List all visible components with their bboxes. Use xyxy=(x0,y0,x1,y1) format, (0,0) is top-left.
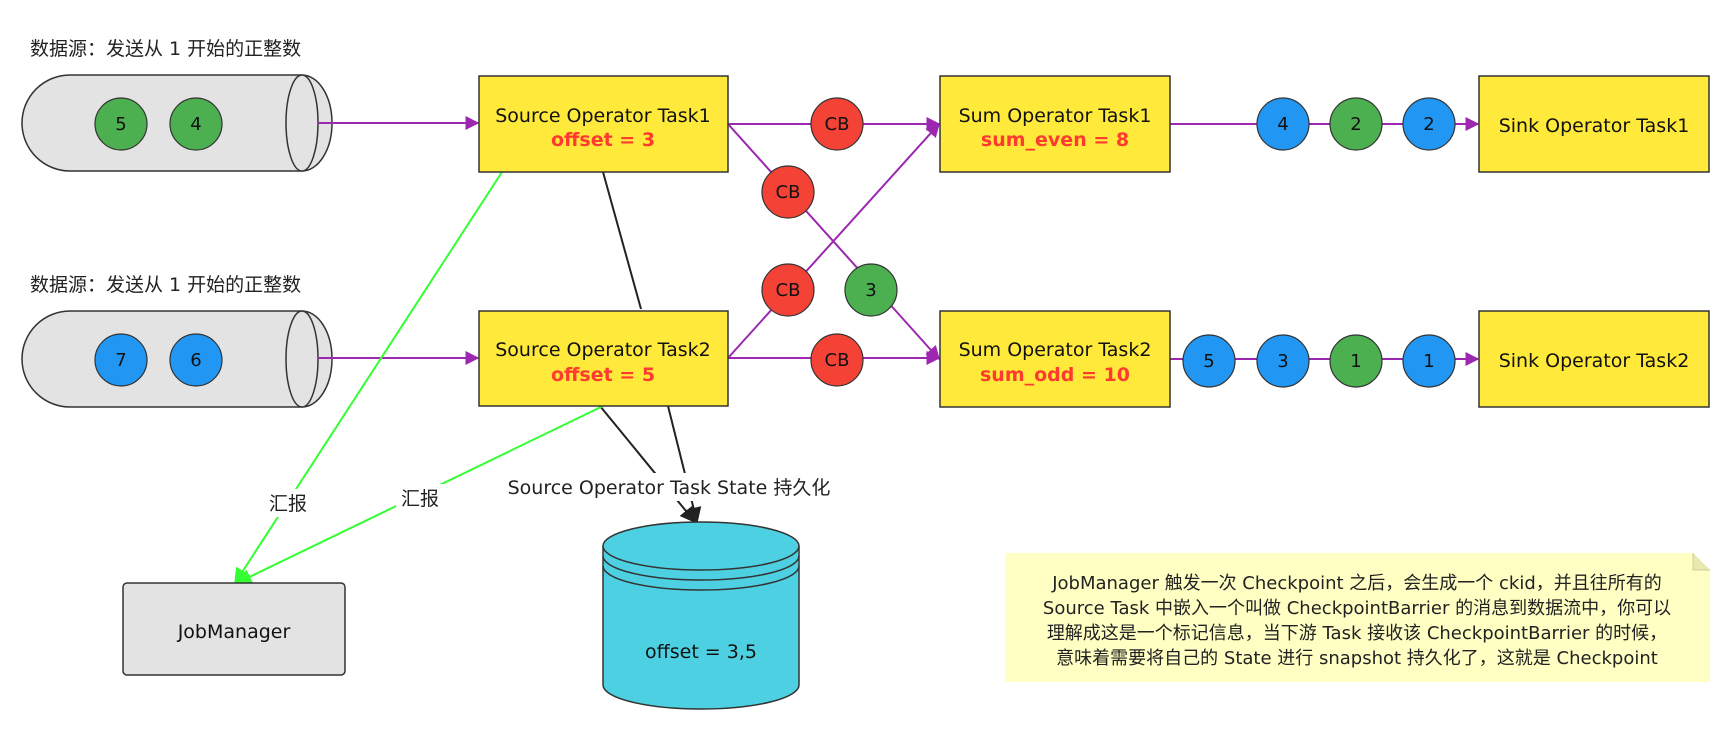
svg-text:Sum Operator Task2: Sum Operator Task2 xyxy=(959,339,1152,361)
svg-text:CB: CB xyxy=(825,350,850,371)
report-label: 汇报 xyxy=(401,488,439,510)
svg-text:offset = 3: offset = 3 xyxy=(551,129,655,151)
record-bubble: 4 xyxy=(169,97,223,151)
source-task-1: Source Operator Task1 offset = 3 xyxy=(478,75,729,173)
svg-text:CB: CB xyxy=(825,114,850,135)
svg-text:Sink Operator Task1: Sink Operator Task1 xyxy=(1499,115,1690,137)
record-bubble: 1 xyxy=(1329,334,1383,388)
explanation-note: JobManager 触发一次 Checkpoint 之后，会生成一个 ckid… xyxy=(1005,553,1710,682)
state-storage-database: offset = 3,5 xyxy=(602,521,800,710)
svg-text:1: 1 xyxy=(1423,351,1434,372)
persist-arrow xyxy=(667,405,702,524)
sink-task-2: Sink Operator Task2 xyxy=(1478,310,1710,408)
source-2-label: 数据源：发送从 1 开始的正整数 xyxy=(30,274,301,296)
record-bubble: 3 xyxy=(844,263,898,317)
svg-text:2: 2 xyxy=(1423,114,1434,135)
persist-label: Source Operator Task State 持久化 xyxy=(508,477,831,499)
source-task-2: Source Operator Task2 offset = 5 xyxy=(478,310,729,407)
svg-text:意味着需要将自己的 State 进行 snapshot 持久: 意味着需要将自己的 State 进行 snapshot 持久化了，这就是 Che… xyxy=(1056,648,1658,669)
record-bubble: 6 xyxy=(169,333,223,387)
checkpoint-barrier-bubble: CB xyxy=(810,97,864,151)
record-bubble: 2 xyxy=(1329,97,1383,151)
record-bubble: 7 xyxy=(94,333,148,387)
svg-text:JobManager: JobManager xyxy=(177,621,291,643)
svg-text:offset = 3,5: offset = 3,5 xyxy=(645,641,757,663)
svg-text:4: 4 xyxy=(190,114,201,135)
svg-text:理解成这是一个标记信息，当下游 Task 接收该 Check: 理解成这是一个标记信息，当下游 Task 接收该 CheckpointBarri… xyxy=(1047,623,1667,644)
svg-text:5: 5 xyxy=(115,114,126,135)
svg-text:2: 2 xyxy=(1350,114,1361,135)
svg-text:Source Operator Task2: Source Operator Task2 xyxy=(495,339,710,361)
sum-task-2: Sum Operator Task2 sum_odd = 10 xyxy=(939,310,1171,408)
persist-line xyxy=(602,171,642,310)
svg-text:3: 3 xyxy=(1277,351,1288,372)
stream-arrow xyxy=(727,122,940,359)
svg-text:JobManager 触发一次 Checkpoint 之后，: JobManager 触发一次 Checkpoint 之后，会生成一个 ckid… xyxy=(1051,573,1662,594)
checkpoint-barrier-bubble: CB xyxy=(761,165,815,219)
svg-text:7: 7 xyxy=(115,350,126,371)
checkpoint-barrier-bubble: CB xyxy=(810,333,864,387)
record-bubble: 5 xyxy=(94,97,148,151)
svg-text:3: 3 xyxy=(865,280,876,301)
svg-text:CB: CB xyxy=(776,182,801,203)
record-bubble: 3 xyxy=(1256,334,1310,388)
checkpoint-barrier-bubble: CB xyxy=(761,263,815,317)
persist-arrow xyxy=(599,405,697,524)
svg-text:sum_even = 8: sum_even = 8 xyxy=(981,129,1129,151)
svg-text:Sum Operator Task1: Sum Operator Task1 xyxy=(959,105,1152,127)
svg-text:Source Task 中嵌入一个叫做 Checkpoint: Source Task 中嵌入一个叫做 CheckpointBarrier 的消… xyxy=(1043,598,1671,619)
record-bubble: 1 xyxy=(1402,334,1456,388)
svg-text:6: 6 xyxy=(190,350,201,371)
source-1-label: 数据源：发送从 1 开始的正整数 xyxy=(30,38,301,60)
record-bubble: 2 xyxy=(1402,97,1456,151)
sink-task-1: Sink Operator Task1 xyxy=(1478,75,1710,173)
svg-text:5: 5 xyxy=(1203,351,1214,372)
record-bubble: 5 xyxy=(1182,334,1236,388)
svg-text:offset = 5: offset = 5 xyxy=(551,364,655,386)
jobmanager-box: JobManager xyxy=(122,582,346,676)
svg-text:1: 1 xyxy=(1350,351,1361,372)
svg-text:Source Operator Task1: Source Operator Task1 xyxy=(495,105,710,127)
svg-text:sum_odd = 10: sum_odd = 10 xyxy=(980,364,1130,386)
svg-text:CB: CB xyxy=(776,280,801,301)
svg-text:Sink Operator Task2: Sink Operator Task2 xyxy=(1499,350,1690,372)
record-bubble: 4 xyxy=(1256,97,1310,151)
report-label: 汇报 xyxy=(269,493,307,515)
svg-text:4: 4 xyxy=(1277,114,1288,135)
sum-task-1: Sum Operator Task1 sum_even = 8 xyxy=(939,75,1171,173)
